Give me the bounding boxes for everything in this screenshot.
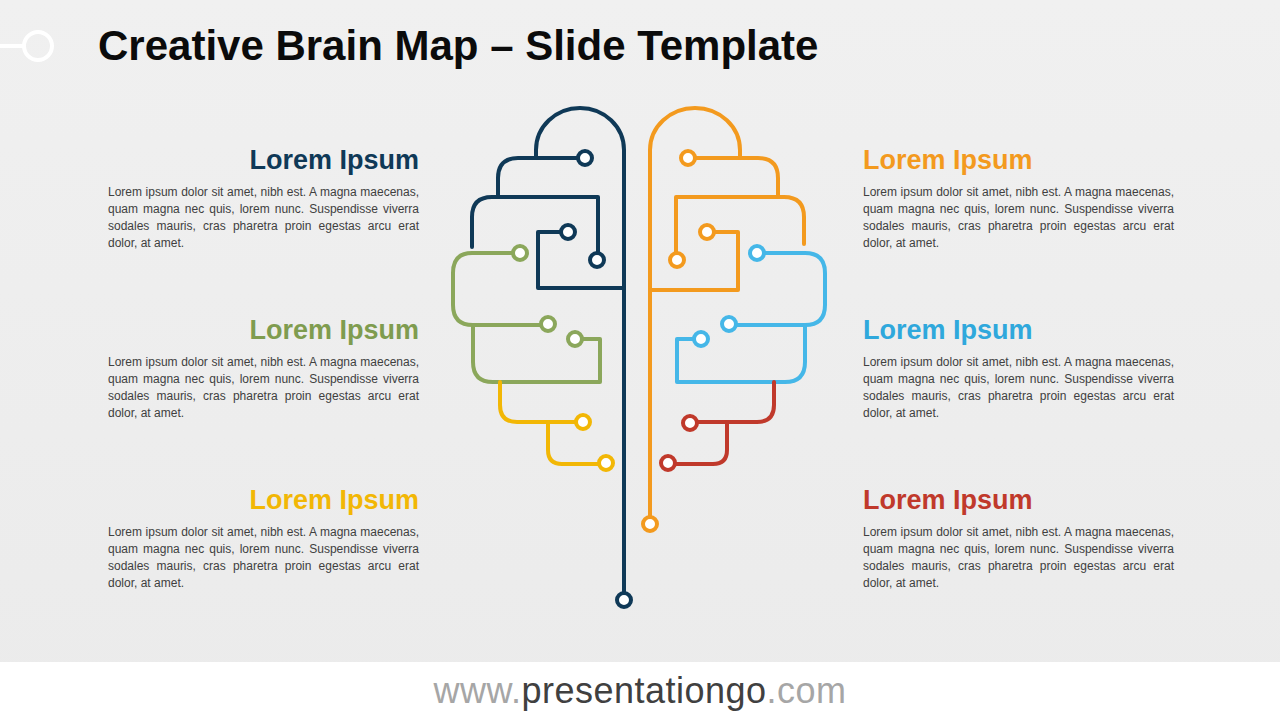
circuit-node: [568, 332, 582, 346]
text-block: Lorem IpsumLorem ipsum dolor sit amet, n…: [863, 484, 1174, 592]
circuit-line: [498, 158, 598, 253]
icon-line: [0, 44, 24, 48]
block-body: Lorem ipsum dolor sit amet, nibh est. A …: [863, 354, 1174, 422]
block-heading: Lorem Ipsum: [863, 314, 1174, 346]
circuit-line: [650, 232, 738, 290]
circuit-line: [536, 108, 624, 593]
footer-url: .com: [767, 670, 847, 712]
circuit-line: [676, 158, 778, 253]
circuit-line: [778, 197, 804, 244]
block-heading: Lorem Ipsum: [108, 144, 419, 176]
text-block: Lorem IpsumLorem ipsum dolor sit amet, n…: [863, 144, 1174, 252]
icon-ring: [24, 32, 52, 60]
circuit-line: [538, 232, 624, 288]
circuit-node: [561, 225, 575, 239]
block-heading: Lorem Ipsum: [863, 144, 1174, 176]
circuit-node: [617, 593, 631, 607]
block-heading: Lorem Ipsum: [863, 484, 1174, 516]
circuit-line: [650, 108, 740, 517]
circuit-node: [670, 253, 684, 267]
circuit-line: [697, 382, 774, 422]
text-block: Lorem IpsumLorem ipsum dolor sit amet, n…: [108, 484, 419, 592]
circuit-node: [750, 246, 764, 260]
circuit-node: [576, 415, 590, 429]
circuit-line: [453, 253, 541, 325]
orange-circuit: [643, 108, 804, 531]
circuit-node: [578, 151, 592, 165]
slide-title: Creative Brain Map – Slide Template: [98, 20, 818, 72]
block-body: Lorem ipsum dolor sit amet, nibh est. A …: [863, 524, 1174, 592]
circuit-node: [681, 151, 695, 165]
circuit-line: [473, 325, 600, 382]
circuit-line: [472, 197, 498, 247]
circuit-node: [599, 456, 613, 470]
circuit-node: [513, 246, 527, 260]
footer-url: www.: [433, 670, 521, 712]
circuit-node: [590, 253, 604, 267]
text-block: Lorem IpsumLorem ipsum dolor sit amet, n…: [863, 314, 1174, 422]
text-block: Lorem IpsumLorem ipsum dolor sit amet, n…: [108, 314, 419, 422]
block-body: Lorem ipsum dolor sit amet, nibh est. A …: [108, 184, 419, 252]
circuit-node: [683, 416, 697, 430]
circuit-node: [694, 332, 708, 346]
circuit-node: [722, 317, 736, 331]
yellow-circuit: [500, 382, 613, 470]
footer-url: presentationgo: [521, 670, 766, 712]
block-heading: Lorem Ipsum: [108, 484, 419, 516]
block-body: Lorem ipsum dolor sit amet, nibh est. A …: [108, 524, 419, 592]
title-icon: [0, 32, 52, 60]
circuit-node: [661, 456, 675, 470]
block-heading: Lorem Ipsum: [108, 314, 419, 346]
circuit-node: [700, 225, 714, 239]
circuit-node: [541, 317, 555, 331]
block-body: Lorem ipsum dolor sit amet, nibh est. A …: [863, 184, 1174, 252]
blue-circuit: [677, 246, 825, 382]
circuit-line: [736, 253, 825, 325]
block-body: Lorem ipsum dolor sit amet, nibh est. A …: [108, 354, 419, 422]
circuit-line: [677, 325, 805, 382]
circuit-line: [500, 382, 576, 422]
red-circuit: [661, 382, 774, 470]
text-block: Lorem IpsumLorem ipsum dolor sit amet, n…: [108, 144, 419, 252]
footer-bar: www.presentationgo.com: [0, 662, 1280, 720]
circuit-line: [548, 422, 599, 464]
circuit-node: [643, 517, 657, 531]
green-circuit: [453, 246, 600, 382]
navy-circuit: [472, 108, 631, 607]
